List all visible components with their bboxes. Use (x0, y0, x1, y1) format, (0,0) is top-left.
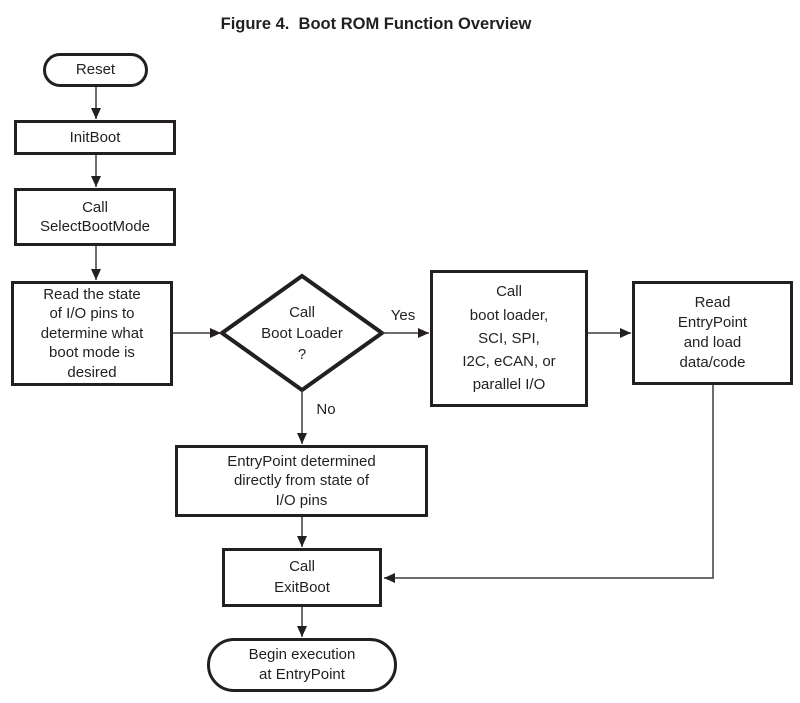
node-entrypoint-determined: EntryPoint determined directly from stat… (175, 445, 428, 517)
node-read-entrypoint: Read EntryPoint and load data/code (632, 281, 793, 385)
node-reset: Reset (43, 53, 148, 87)
figure-title: Figure 4. Boot ROM Function Overview (220, 15, 532, 33)
node-begin-execution: Begin execution at EntryPoint (207, 638, 397, 692)
node-call-exitboot: Call ExitBoot (222, 548, 382, 607)
edge-label-no: No (316, 400, 336, 418)
edge-readentrypoint-to-exitboot (384, 385, 714, 583)
edge-label-yes: Yes (390, 306, 416, 324)
node-call-boot-loader: Call boot loader, SCI, SPI, I2C, eCAN, o… (430, 270, 588, 407)
node-call-boot-loader-decision: Call Boot Loader ? (261, 303, 343, 363)
node-initboot: InitBoot (14, 120, 176, 155)
node-read-io-state: Read the state of I/O pins to determine … (11, 281, 173, 386)
node-select-boot-mode: Call SelectBootMode (14, 188, 176, 246)
